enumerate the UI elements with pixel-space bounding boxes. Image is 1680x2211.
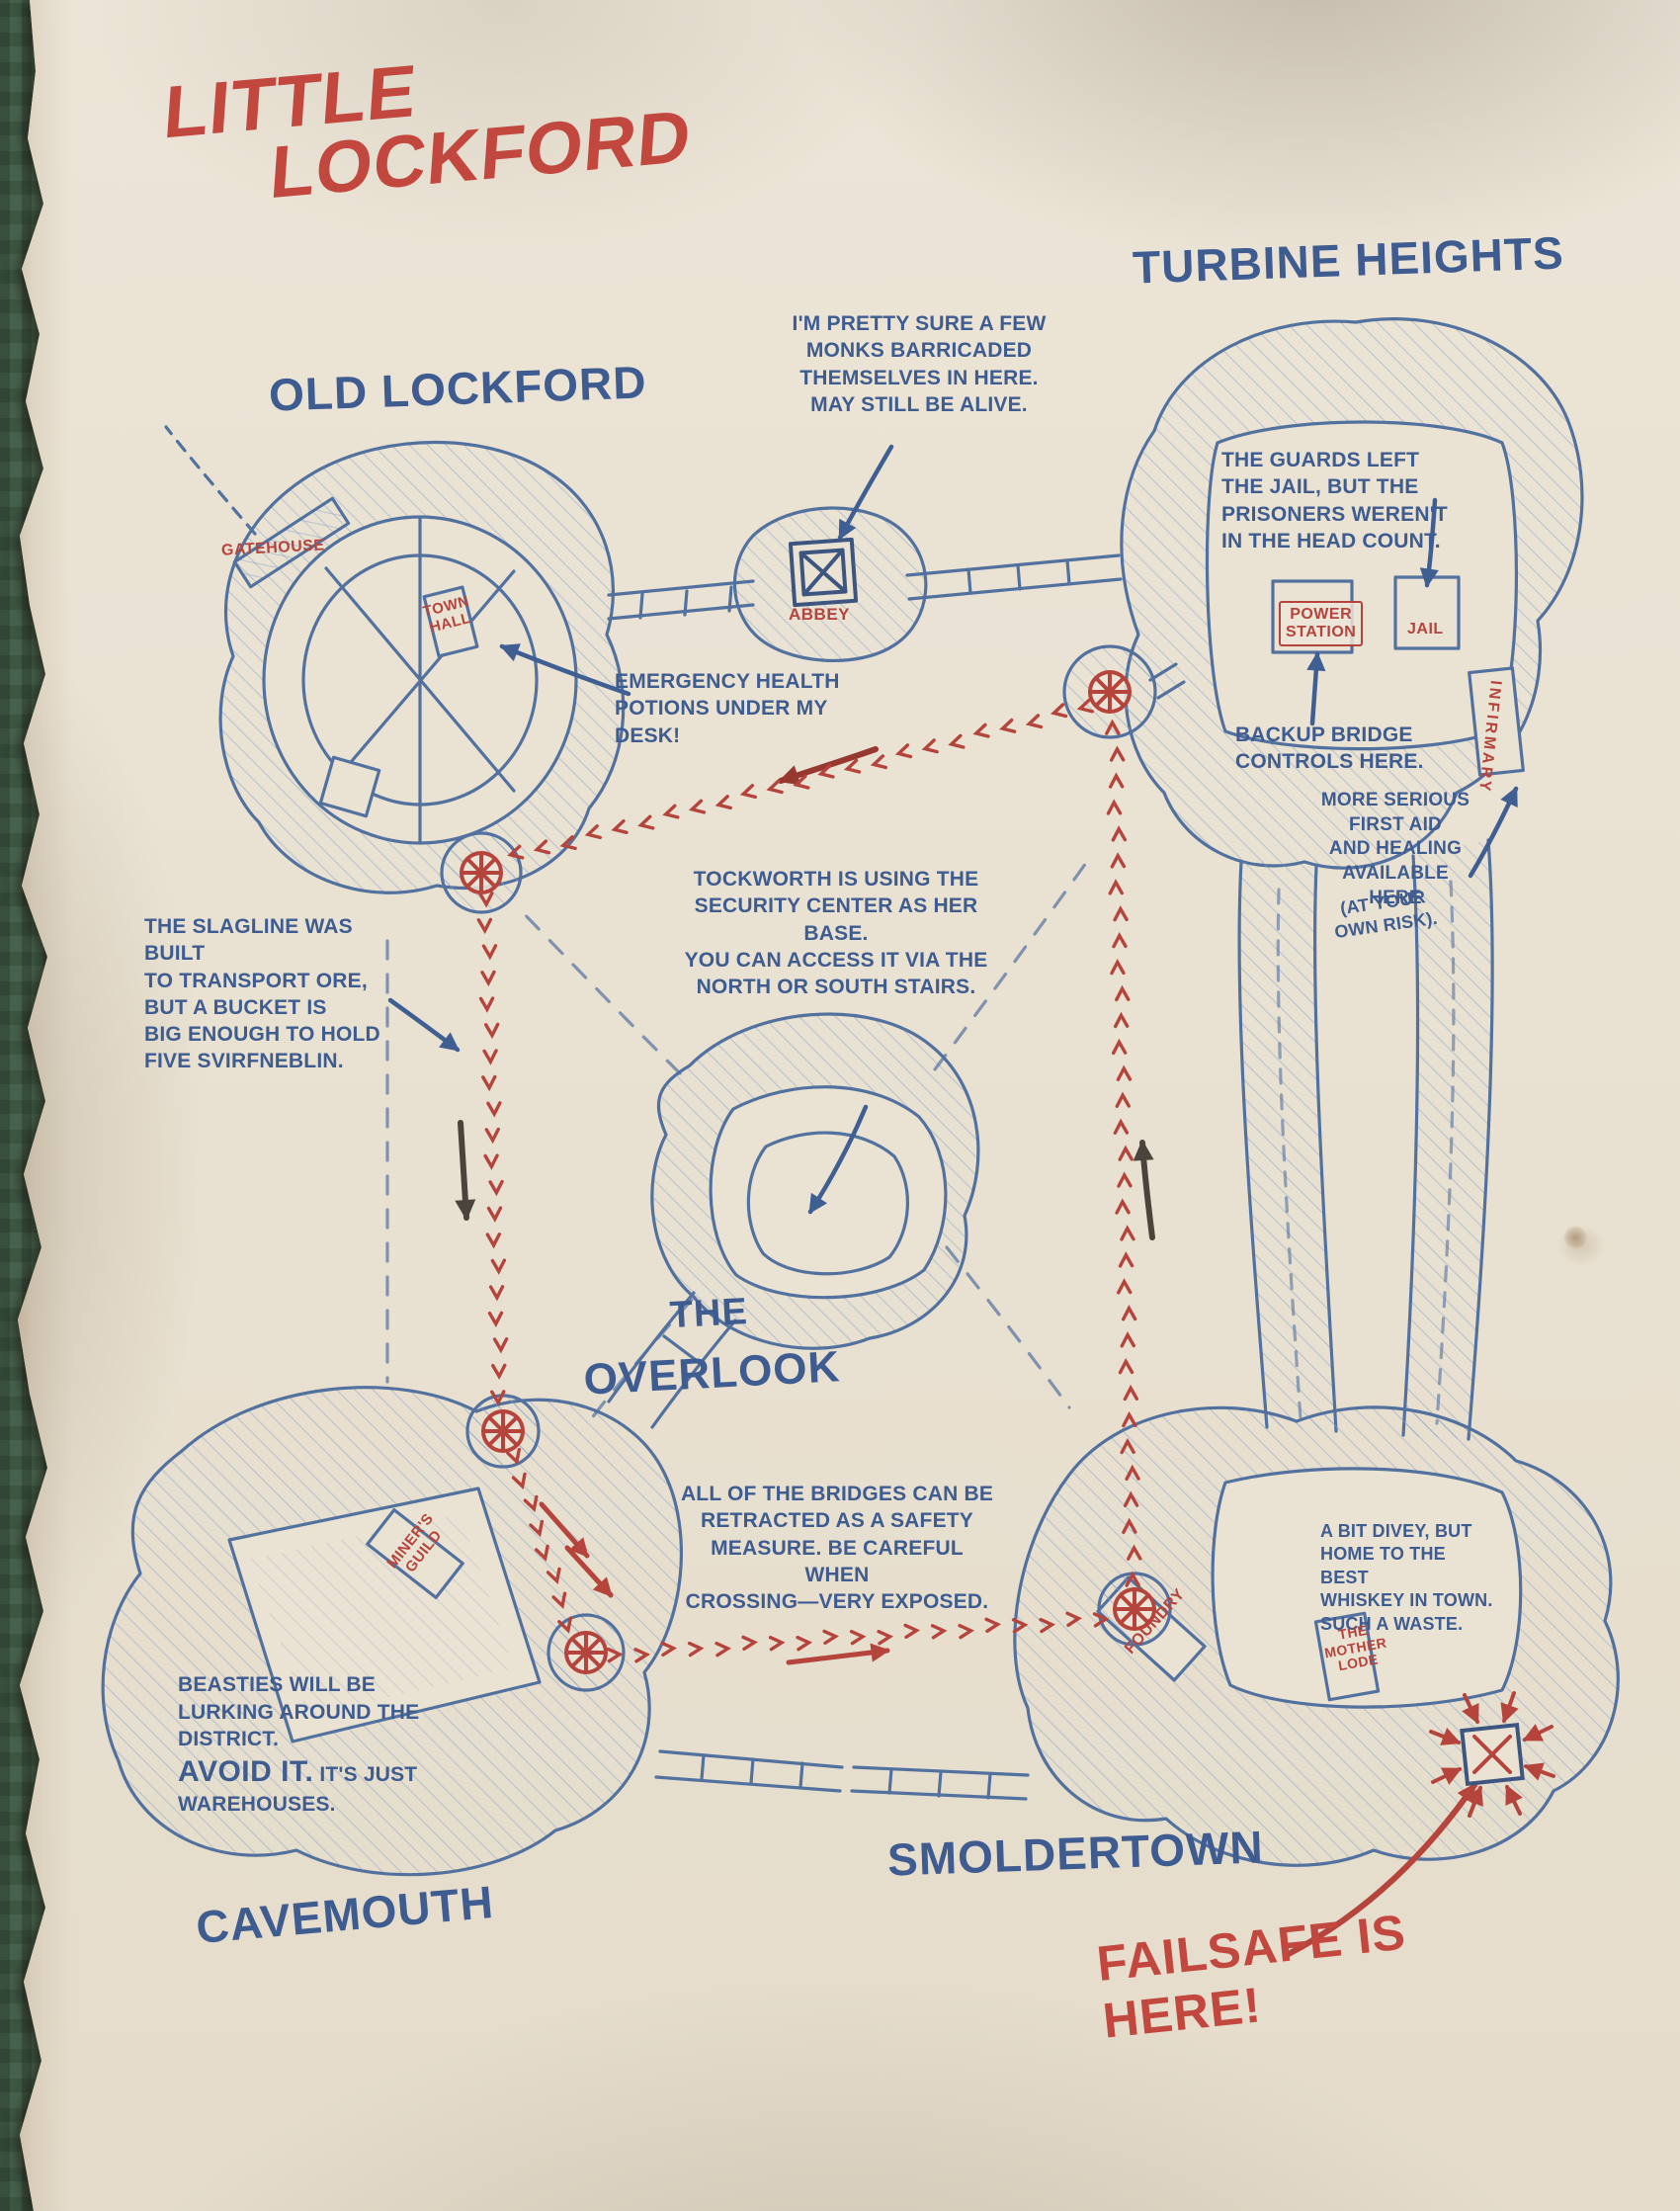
- gear-icon: [460, 851, 503, 894]
- overlook-label-line1: THE: [668, 1291, 749, 1337]
- arrow-to-power-station: [1306, 651, 1326, 726]
- gear-icon: [481, 1409, 525, 1453]
- note-slagline: THE SLAGLINE WAS BUILT TO TRANSPORT ORE,…: [144, 915, 380, 1073]
- mother-lode-building: [1313, 1611, 1381, 1702]
- warehouses-text: IT'S JUST WAREHOUSES.: [178, 1763, 418, 1817]
- failsafe-icon: [1460, 1723, 1525, 1786]
- note-divey: A BIT DIVEY, BUT HOME TO THE BEST WHISKE…: [1320, 1521, 1493, 1634]
- district-cavemouth: [101, 1386, 684, 1877]
- note-bridges: ALL OF THE BRIDGES CAN BE RETRACTED AS A…: [680, 1483, 994, 1614]
- south-bridges: [654, 1749, 1030, 1801]
- gear-icon: [1113, 1587, 1156, 1631]
- arrow-to-overlook: [807, 1104, 869, 1215]
- note-tockworth: TOCKWORTH IS USING THE SECURITY CENTER A…: [684, 868, 988, 999]
- arrow-to-town-hall: [499, 643, 631, 697]
- gear-icon: [1088, 670, 1132, 714]
- route-gears: [460, 670, 1156, 1674]
- note-monks: I'M PRETTY SURE A FEW MONKS BARRICADED T…: [792, 312, 1047, 416]
- overlook-label-line2: OVERLOOK: [582, 1342, 842, 1404]
- note-first-aid: MORE SERIOUS FIRST AID AND HEALING AVAIL…: [1320, 790, 1470, 908]
- arrow-left-top-chain: [778, 746, 879, 786]
- location-label-abbey: ABBEY: [789, 605, 851, 624]
- district-smoldertown: [1013, 1405, 1620, 1867]
- arrow-to-jail: [1419, 497, 1439, 588]
- district-turbine-heights: [1120, 317, 1584, 1441]
- note-bridge-controls: BACKUP BRIDGE CONTROLS HERE.: [1235, 723, 1424, 774]
- blue-arrows: [387, 444, 1519, 1215]
- route-chevrons: [476, 698, 1142, 1663]
- arrow-to-slagline: [387, 997, 461, 1053]
- note-guards: THE GUARDS LEFT THE JAIL, BUT THE PRISON…: [1221, 449, 1448, 553]
- avoid-it-text: AVOID IT.: [178, 1755, 314, 1789]
- jail-building: [1393, 575, 1461, 650]
- arrow-to-abbey: [837, 444, 894, 541]
- pencil-arrows: [455, 1120, 1155, 1240]
- location-label-power-station: POWER STATION: [1279, 601, 1364, 646]
- gatehouse-trail: [164, 425, 257, 536]
- district-overlook: [607, 1012, 980, 1429]
- miners-guild-building: [366, 1507, 464, 1600]
- district-old-lockford: [164, 425, 626, 894]
- arrow-to-failsafe: [1284, 1782, 1477, 1958]
- abbey-island: [607, 506, 1123, 662]
- slagline-route: [460, 670, 1555, 1958]
- gatehouse-gate: [232, 496, 351, 589]
- arrow-to-infirmary: [1468, 786, 1519, 879]
- infirmary-building: [1468, 666, 1525, 777]
- failsafe-starburst: [1429, 1691, 1555, 1818]
- note-potions: EMERGENCY HEALTH POTIONS UNDER MY DESK!: [615, 670, 840, 747]
- retracted-bridges-dashed: [385, 854, 1093, 1425]
- beasties-text: BEASTIES WILL BE LURKING AROUND THE DIST…: [178, 1673, 420, 1750]
- location-label-jail: JAIL: [1407, 621, 1444, 638]
- gear-icon: [564, 1631, 608, 1674]
- district-label-overlook: THE OVERLOOK: [577, 1268, 843, 1423]
- abbey-icon: [788, 537, 859, 608]
- arrow-down-left-chain: [455, 1120, 476, 1221]
- arrow-up-right-chain: [1133, 1140, 1155, 1240]
- note-beasties: BEASTIES WILL BE LURKING AROUND THE DIST…: [178, 1645, 431, 1818]
- red-arrows: [539, 1501, 1477, 1958]
